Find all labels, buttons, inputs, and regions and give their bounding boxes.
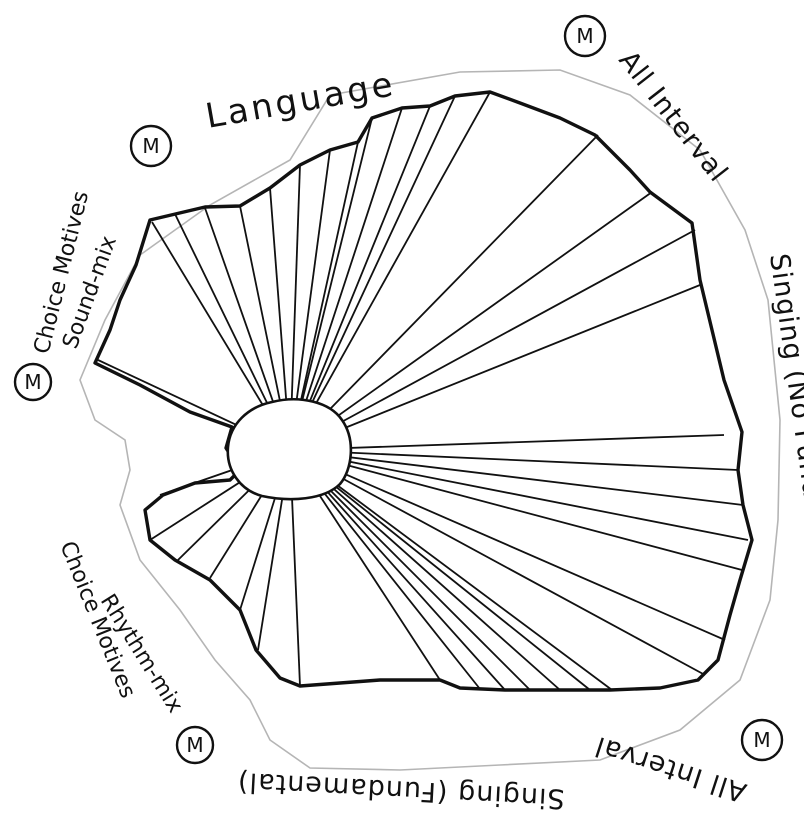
marker-choice-rhythm: M	[177, 727, 213, 763]
sector-line	[290, 450, 743, 505]
label-fund-b-group: Singing (Fundamental)	[236, 766, 565, 814]
marker-language: M	[131, 126, 171, 166]
center-hub	[228, 399, 351, 499]
all-interval-fund-label-b: Singing (Fundamental)	[236, 766, 565, 814]
sector-line	[290, 435, 724, 450]
marker-letter: M	[24, 370, 41, 394]
marker-all-interval-no-fund: M	[565, 16, 605, 56]
label-no-fund-a-group: All Interval	[612, 45, 733, 188]
sector-line	[290, 96, 455, 450]
all-interval-no-fund-label-a: All Interval	[612, 45, 733, 188]
sector-line	[290, 135, 598, 450]
marker-letter: M	[142, 134, 159, 158]
marker-choice-sound: M	[15, 364, 51, 400]
marker-letter: M	[576, 24, 593, 48]
label-fund-a-group: All Interval	[591, 730, 750, 808]
sector-lines	[98, 92, 748, 690]
sector-line	[290, 285, 700, 450]
all-interval-fund-label-a: All Interval	[591, 730, 750, 808]
marker-letter: M	[186, 733, 203, 757]
marker-letter: M	[753, 728, 770, 752]
sector-line	[290, 450, 705, 675]
marker-all-interval-fund: M	[742, 720, 782, 760]
